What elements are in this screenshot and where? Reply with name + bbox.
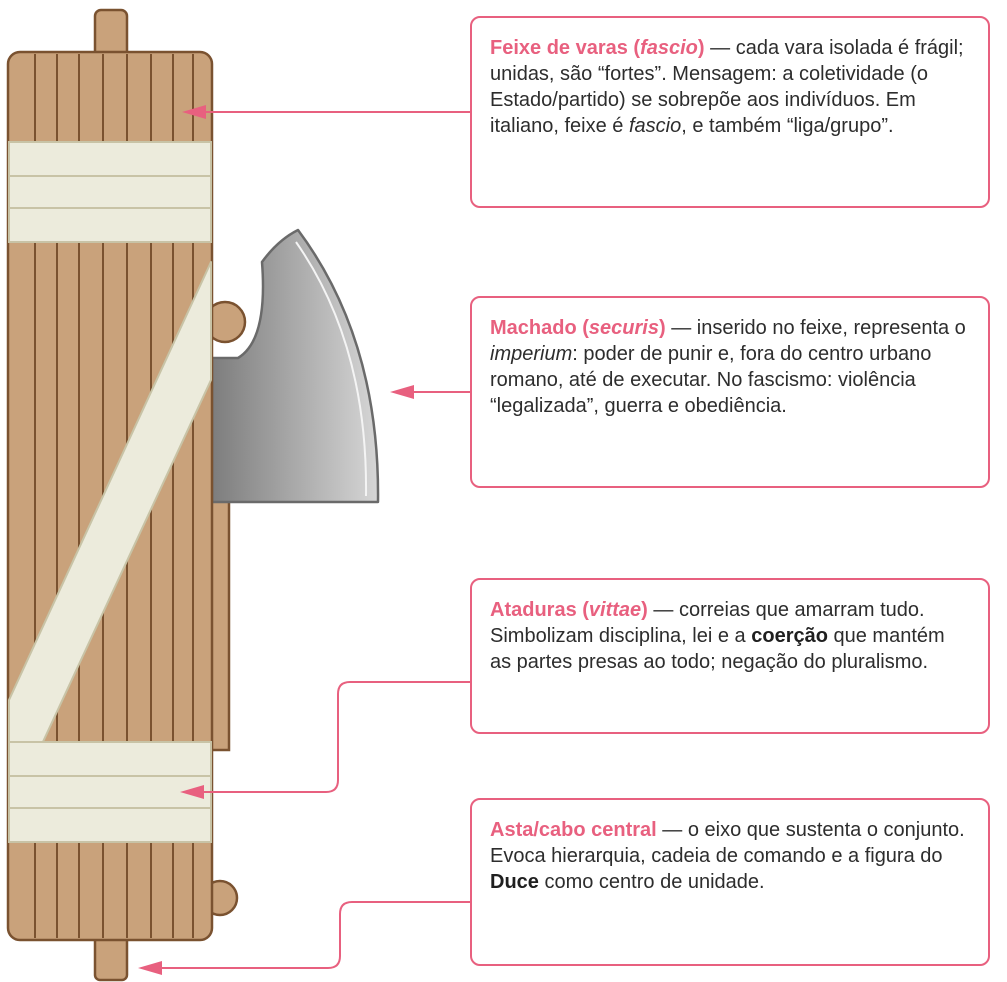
annotation-text: — cada vara isolada é frágil; unidas, sã… bbox=[490, 37, 964, 137]
annotation-title: Feixe de varas (fascio) bbox=[490, 37, 705, 59]
annotation-title: Ataduras (vittae) bbox=[490, 599, 648, 621]
annotation-emphasis: fascio bbox=[628, 115, 682, 137]
axe-blade bbox=[210, 228, 380, 504]
connector-vittae bbox=[180, 681, 470, 799]
annotation-text: — o eixo que sustenta o conjunto. Evoca … bbox=[490, 819, 965, 867]
annotation-fascio: Feixe de varas (fascio) — cada vara isol… bbox=[470, 16, 990, 208]
annotation-title: Machado (securis) bbox=[490, 317, 666, 339]
annotation-asta: Asta/cabo central — o eixo que sustenta … bbox=[470, 798, 990, 966]
connector-securis bbox=[390, 385, 470, 399]
annotation-title: Asta/cabo central bbox=[490, 819, 657, 841]
annotation-text: , e também “liga/grupo”. bbox=[681, 115, 894, 137]
annotation-text: — inserido no feixe, representa o bbox=[665, 317, 966, 339]
connector-asta bbox=[138, 901, 470, 975]
annotation-emphasis: imperium bbox=[490, 343, 573, 365]
annotation-text: como centro de unidade. bbox=[538, 871, 765, 893]
annotation-text: que mantém as partes presas ao todo; neg… bbox=[490, 625, 945, 673]
straps bbox=[8, 141, 212, 843]
annotation-bold: Duce bbox=[490, 871, 539, 893]
connector-fascio bbox=[182, 105, 470, 119]
annotation-bold: coerção bbox=[751, 625, 828, 647]
annotation-vittae: Ataduras (vittae) — correias que amarram… bbox=[470, 578, 990, 734]
annotation-text: — correias que amarram tudo. Simbolizam … bbox=[490, 599, 925, 647]
annotation-text: : poder de punir e, fora do centro urban… bbox=[490, 343, 932, 417]
annotation-securis: Machado (securis) — inserido no feixe, r… bbox=[470, 296, 990, 488]
